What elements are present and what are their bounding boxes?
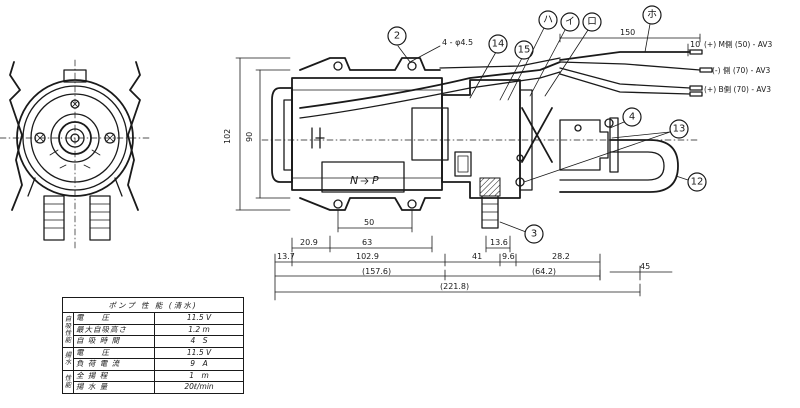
callouts: 2 4 - φ4.5 14 15 ハ イ ロ ホ 4 13 (387, 5, 707, 244)
row-value: 1.2 m (154, 323, 244, 336)
dim-64-2: (64.2) (532, 267, 556, 276)
dim-45: 45 (640, 262, 650, 271)
dim-28-2: 28.2 (552, 252, 570, 261)
dim-13-7: 13.7 (277, 252, 295, 261)
dim-150: 150 (620, 28, 635, 37)
row-value: 1 m (154, 369, 244, 382)
hose-barb-right (89, 195, 111, 241)
callout-i: イ (565, 17, 575, 28)
dim-102: 102 (223, 129, 232, 144)
dim-63: 63 (362, 238, 372, 247)
table-row: 性能 全 揚 程 1 m (62, 369, 244, 394)
callout-13: 13 (673, 124, 686, 135)
dim-9-6: 9.6 (502, 252, 515, 261)
nameplate-n: N (350, 174, 358, 187)
wire-label-m: (+) M側 (50) - AV3 (704, 39, 773, 49)
row-value: 20ℓ/min (154, 381, 244, 394)
group-pumping: 揚水 (62, 346, 74, 371)
dim-10: 10 (690, 40, 700, 49)
table-row: 揚水 電 圧 11.5 V (62, 346, 244, 371)
row-item: 負 荷 電 流 (73, 358, 155, 371)
dim-157-6: (157.6) (362, 267, 391, 276)
row-value: 11.5 V (154, 346, 244, 359)
callout-12: 12 (691, 177, 704, 188)
callout-ho: ホ (647, 9, 657, 21)
callout-2: 2 (394, 31, 400, 42)
group-self-priming: 自吸性能 (62, 312, 74, 348)
callout-ro: ロ (587, 17, 597, 28)
dim-13-6: 13.6 (490, 238, 508, 247)
dim-221-8: (221.8) (440, 282, 469, 291)
row-item: 電 圧 (73, 312, 155, 325)
spec-table-title: ポンプ 性 能 (清水) (62, 297, 244, 313)
mount-holes-label: 4 - φ4.5 (442, 38, 473, 47)
side-view: N P (261, 49, 713, 229)
table-row: 負 荷 電 流 9 A (63, 358, 244, 371)
inlet-port (479, 177, 501, 229)
wire-labels: (+) M側 (50) - AV3 (-) 側 (70) - AV3 (+) B… (704, 39, 773, 94)
front-view (0, 59, 151, 251)
row-item: 全 揚 程 (73, 369, 155, 382)
callout-3: 3 (531, 229, 537, 240)
row-item: 最大自吸高さ (73, 323, 155, 336)
wire-label-minus: (-) 側 (70) - AV3 (712, 65, 770, 75)
table-row: 自 吸 時 間 4 S (63, 335, 244, 348)
nameplate-p: P (372, 174, 379, 187)
row-value: 11.5 V (154, 312, 244, 325)
table-row: 自吸性能 電 圧 11.5 V (62, 312, 244, 348)
dimension-lines: 150 10 102 90 50 20.9 63 13.6 13.7 102.9… (223, 28, 701, 301)
nameplate: N P (321, 161, 405, 193)
hose-barb-left (43, 195, 65, 241)
dim-90: 90 (245, 132, 254, 142)
pump-performance-table: ポンプ 性 能 (清水) 自吸性能 電 圧 11.5 V 最大自吸高さ 1.2 … (62, 297, 244, 394)
wire-label-b: (+) B側 (70) - AV3 (704, 84, 771, 94)
row-item: 自 吸 時 間 (73, 335, 155, 348)
table-row: 揚 水 量 20ℓ/min (63, 381, 244, 394)
callout-ha: ハ (543, 15, 553, 26)
dim-20-9: 20.9 (300, 238, 318, 247)
table-row: 最大自吸高さ 1.2 m (63, 323, 244, 336)
row-value: 9 A (154, 358, 244, 371)
group-performance: 性能 (62, 369, 74, 394)
callout-15: 15 (518, 45, 531, 56)
row-item: 揚 水 量 (73, 381, 155, 394)
callout-14: 14 (492, 39, 505, 50)
dim-102-9: 102.9 (356, 252, 379, 261)
dim-50: 50 (364, 218, 374, 227)
row-value: 4 S (154, 335, 244, 348)
dim-41: 41 (472, 252, 482, 261)
callout-4: 4 (629, 112, 635, 123)
row-item: 電 圧 (73, 346, 155, 359)
